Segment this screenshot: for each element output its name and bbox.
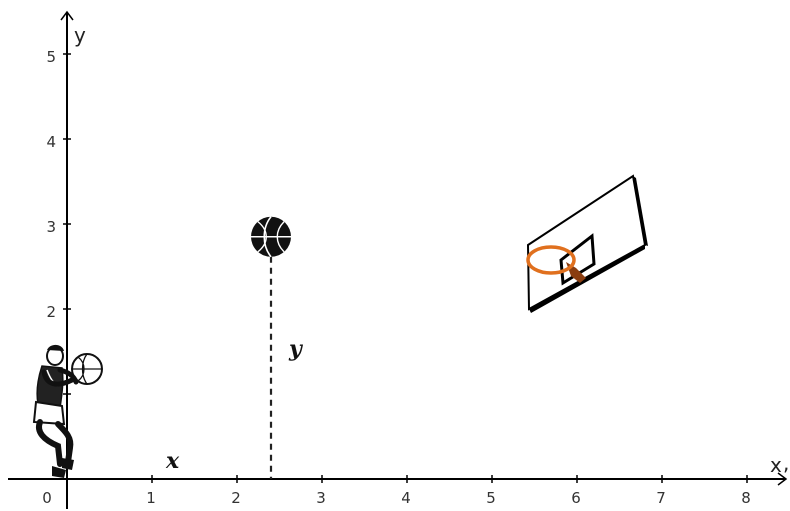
hoop-rim-icon xyxy=(526,245,586,283)
basketball-icon xyxy=(251,216,291,258)
x-axis xyxy=(8,472,788,486)
x-axis-label-comma: , xyxy=(783,451,789,475)
x-tick-label-2: 2 xyxy=(231,489,241,507)
x-tick-label-6: 6 xyxy=(571,489,581,507)
y-tick-marks xyxy=(63,53,71,395)
y-axis xyxy=(60,10,74,509)
x-tick-label-3: 3 xyxy=(316,489,326,507)
y-tick-label-5: 5 xyxy=(46,48,56,66)
backboard-icon xyxy=(526,174,648,313)
y-tick-label-4: 4 xyxy=(46,133,56,151)
horizontal-distance-label: x xyxy=(165,448,180,474)
x-tick-marks xyxy=(151,475,748,483)
x-tick-label-5: 5 xyxy=(486,489,496,507)
x-tick-labels: 0 1 2 3 4 5 6 7 8 xyxy=(42,489,751,507)
x-tick-label-7: 7 xyxy=(656,489,666,507)
y-axis-label: y xyxy=(74,23,86,47)
y-tick-label-2: 2 xyxy=(46,303,56,321)
x-tick-label-0: 0 xyxy=(42,489,52,507)
basketball-player-icon xyxy=(32,344,103,478)
x-axis-label: x xyxy=(770,453,782,477)
height-label: y xyxy=(288,336,304,362)
x-tick-label-4: 4 xyxy=(401,489,411,507)
y-tick-label-3: 3 xyxy=(46,218,56,236)
x-tick-label-8: 8 xyxy=(741,489,751,507)
x-tick-label-1: 1 xyxy=(146,489,156,507)
